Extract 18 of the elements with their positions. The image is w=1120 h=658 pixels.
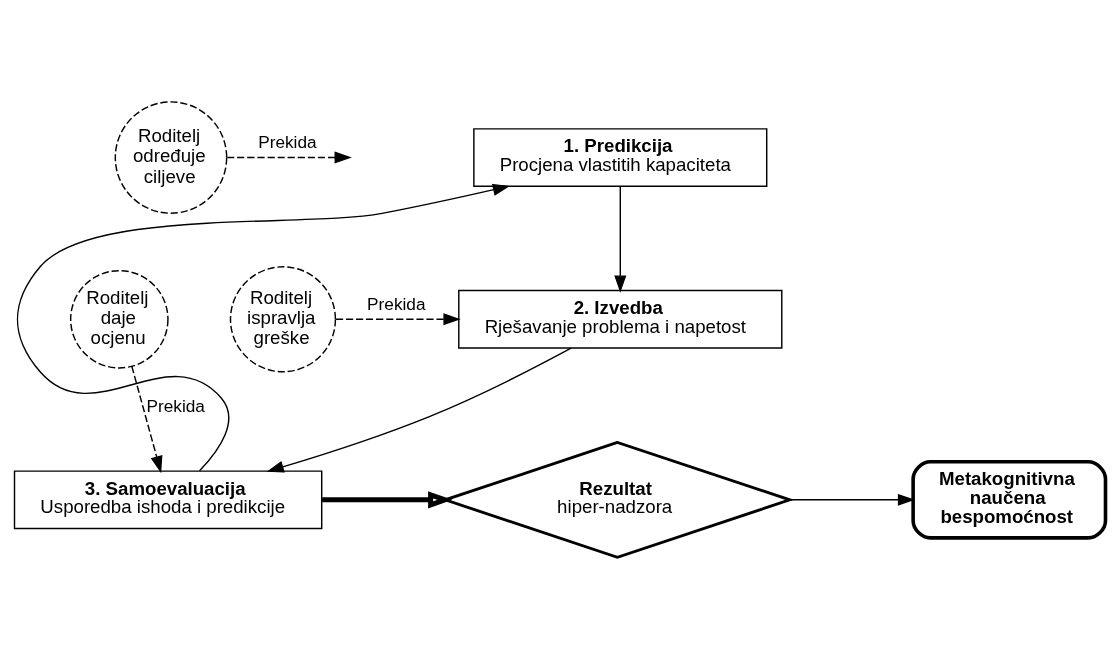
arrow xyxy=(789,493,916,506)
node-circle: Roditelj određuje ciljeve xyxy=(114,100,228,214)
node-box: 3. Samoevaluacija Usporedba ishoda i predikcije xyxy=(13,469,323,529)
node-box: 1. Predikcija Procjena vlastitih kapaciteta xyxy=(473,127,768,187)
arrow xyxy=(322,490,453,508)
node-box: Metakognitivna naučena bespomoćnost xyxy=(911,459,1108,540)
node-circle: Roditelj daje ocjenu xyxy=(69,269,169,369)
arrow xyxy=(614,185,627,293)
edge-label: Prekida xyxy=(146,395,205,416)
arrow xyxy=(131,365,163,473)
arrow xyxy=(16,183,511,471)
arrow xyxy=(226,151,352,164)
arrow xyxy=(335,312,461,325)
edge-label: Prekida xyxy=(258,131,317,152)
node-box: 2. Izvedba Rješavanje problema i napetost xyxy=(458,289,783,349)
edge-label: Prekida xyxy=(367,293,426,314)
arrow xyxy=(266,347,572,473)
node-circle: Roditelj ispravlja greške xyxy=(229,265,337,372)
